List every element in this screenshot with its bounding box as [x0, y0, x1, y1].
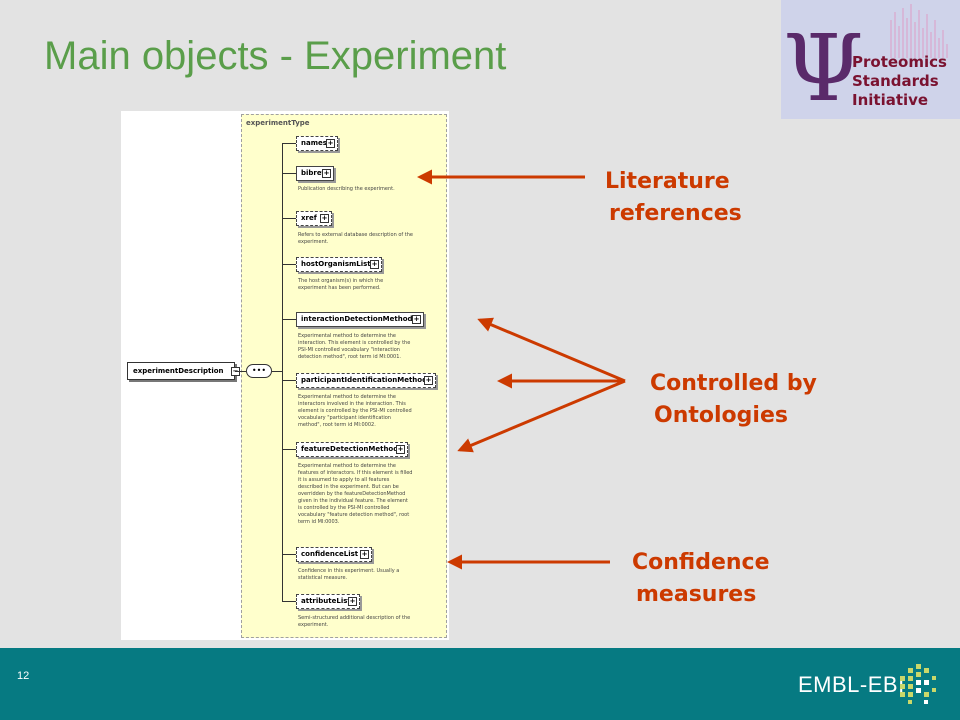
- element-names[interactable]: names+: [296, 136, 338, 151]
- schema-diagram: experimentType experimentDescription − •…: [121, 111, 449, 640]
- element-description: Experimental method to determine the int…: [298, 333, 411, 360]
- element-description: The host organism(s) in which the experi…: [298, 278, 384, 291]
- embl-ebi-brand: EMBL-EBI: [798, 672, 905, 697]
- logo-line-2: Standards: [852, 72, 939, 90]
- connector: [235, 371, 246, 372]
- element-label: xref: [301, 214, 317, 222]
- callout-ontologies-line-1: Controlled by: [650, 371, 817, 396]
- expand-icon[interactable]: +: [322, 169, 331, 178]
- logo-line-1: Proteomics: [852, 53, 947, 71]
- slide-title: Main objects - Experiment: [44, 34, 507, 78]
- connector: [282, 143, 296, 144]
- expand-icon[interactable]: +: [320, 214, 329, 223]
- expand-icon[interactable]: +: [396, 445, 405, 454]
- callout-confidence-line-2: measures: [636, 582, 757, 607]
- psi-logo: Ψ Proteomics Standards Initiative: [781, 0, 960, 119]
- element-label: attributeList: [301, 597, 351, 605]
- callout-ontologies: Controlled by Ontologies: [650, 368, 817, 432]
- connector: [282, 554, 296, 555]
- callout-literature-line-2: references: [609, 201, 742, 226]
- element-label: participantIdentificationMethod: [301, 376, 428, 384]
- callout-literature: Literature references: [605, 166, 742, 230]
- connector: [282, 380, 296, 381]
- connector: [282, 173, 296, 174]
- element-feature-detection-method[interactable]: featureDetectionMethod+: [296, 442, 408, 457]
- callout-arrows: [417, 169, 626, 570]
- callout-ontologies-line-2: Ontologies: [654, 403, 788, 428]
- element-description: Publication describing the experiment.: [298, 186, 395, 192]
- connector: [282, 264, 296, 265]
- element-interaction-detection-method[interactable]: interactionDetectionMethod+: [296, 312, 424, 327]
- sequence-compositor: •••: [246, 364, 272, 378]
- connector: [282, 319, 296, 320]
- element-description: Semi-structured additional description o…: [298, 615, 411, 628]
- element-label: confidenceList: [301, 550, 359, 558]
- callout-confidence-line-1: Confidence: [632, 550, 770, 575]
- expand-icon[interactable]: +: [370, 260, 379, 269]
- element-description: Refers to external database description …: [298, 232, 413, 245]
- sequence-trunk: [282, 143, 283, 601]
- connector: [282, 218, 296, 219]
- callout-confidence: Confidence measures: [632, 547, 770, 611]
- element-bibref[interactable]: bibref+: [296, 166, 334, 181]
- element-label: interactionDetectionMethod: [301, 315, 413, 323]
- element-xref[interactable]: xref+: [296, 211, 332, 226]
- element-label: names: [301, 139, 327, 147]
- psi-logo-graphic: Ψ: [783, 4, 948, 119]
- expand-icon[interactable]: +: [326, 139, 335, 148]
- element-label: bibref: [301, 169, 325, 177]
- connector: [282, 601, 296, 602]
- element-label: hostOrganismList: [301, 260, 371, 268]
- arrow-ontology-3: [457, 379, 626, 453]
- expand-icon[interactable]: +: [360, 550, 369, 559]
- connector: [272, 371, 282, 372]
- element-label: featureDetectionMethod: [301, 445, 399, 453]
- page-number: 12: [17, 670, 30, 682]
- element-host-organism-list[interactable]: hostOrganismList+: [296, 257, 382, 272]
- psi-symbol: Ψ: [783, 15, 864, 119]
- expand-icon[interactable]: +: [424, 376, 433, 385]
- root-element-label: experimentDescription: [133, 367, 224, 375]
- footer-bar: [0, 648, 960, 720]
- expand-icon[interactable]: +: [348, 597, 357, 606]
- element-description: Confidence in this experiment. Usually a…: [298, 568, 400, 581]
- arrow-ontology-1: [477, 317, 626, 383]
- element-confidence-list[interactable]: confidenceList+: [296, 547, 372, 562]
- element-participant-identification-method[interactable]: participantIdentificationMethod+: [296, 373, 436, 388]
- embl-ebi-logo-icon: [900, 664, 936, 704]
- element-description: Experimental method to determine the fea…: [298, 463, 413, 525]
- element-attribute-list[interactable]: attributeList+: [296, 594, 360, 609]
- callout-literature-line-1: Literature: [605, 169, 730, 194]
- expand-icon[interactable]: +: [412, 315, 421, 324]
- logo-line-3: Initiative: [852, 91, 929, 109]
- element-description: Experimental method to determine the int…: [298, 394, 412, 428]
- type-name-label: experimentType: [246, 119, 310, 127]
- connector: [282, 449, 296, 450]
